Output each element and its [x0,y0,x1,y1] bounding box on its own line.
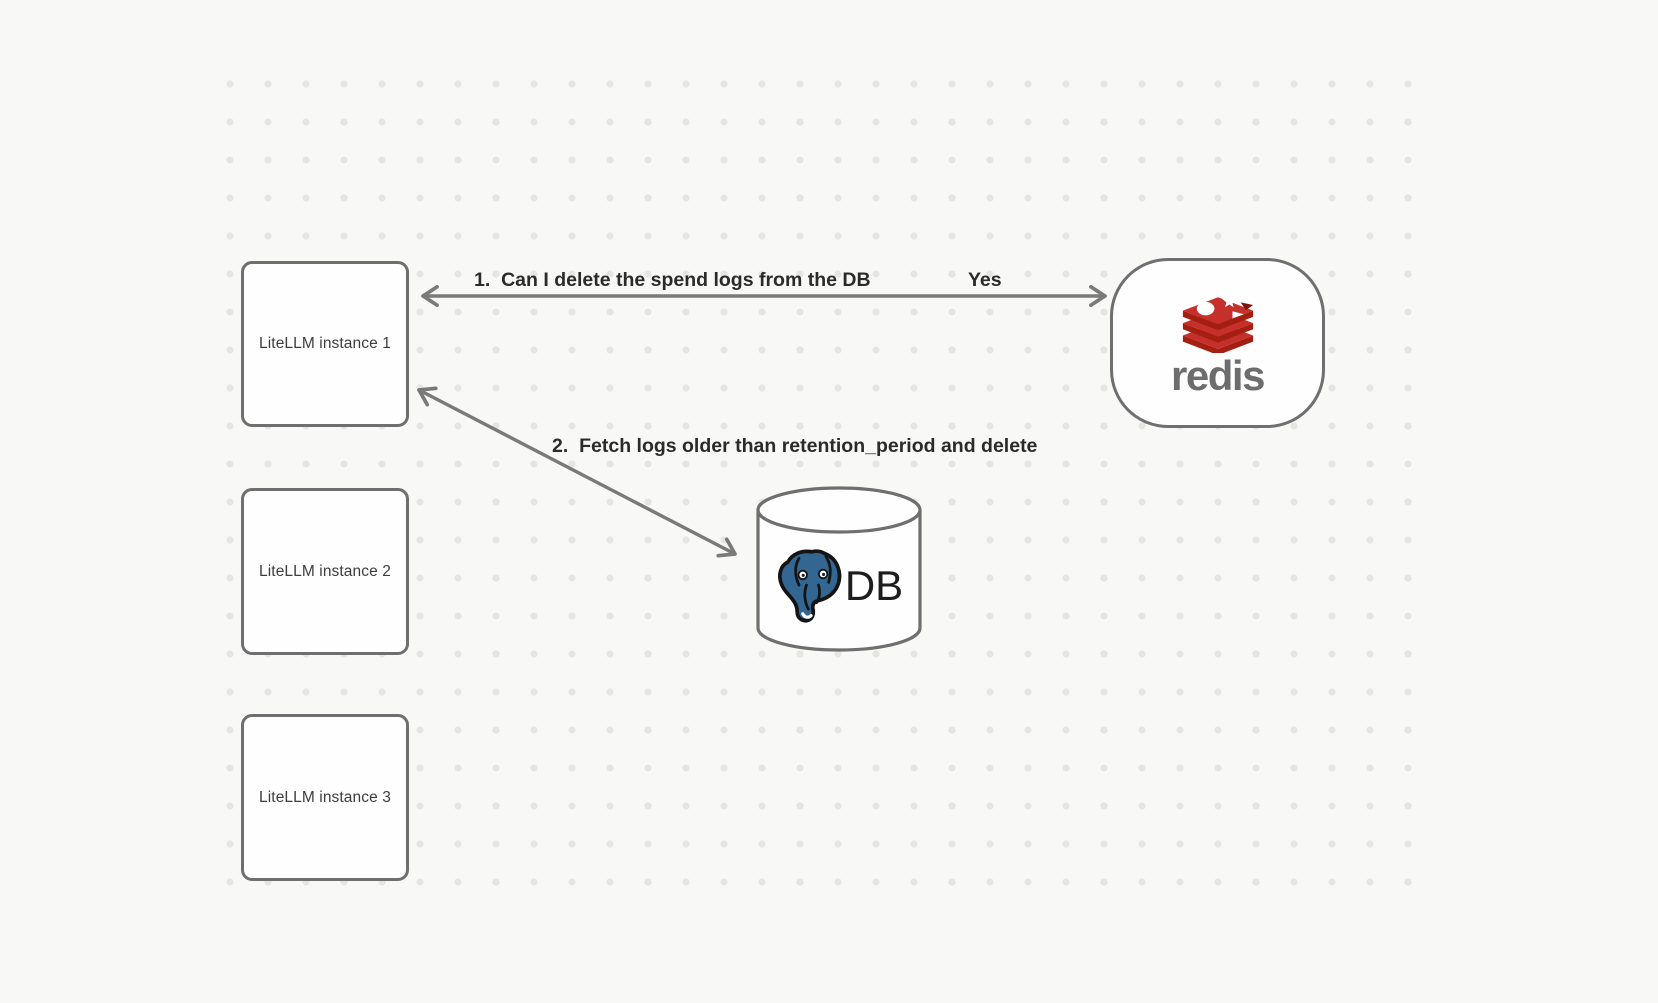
node-db[interactable]: DB [754,486,924,654]
node-label: LiteLLM instance 1 [259,335,391,352]
node-litellm-instance-2[interactable]: LiteLLM instance 2 [241,488,409,655]
node-litellm-instance-1[interactable]: LiteLLM instance 1 [241,261,409,427]
edge-instance1-db[interactable] [417,386,737,558]
db-label: DB [844,562,904,609]
redis-wordmark: redis [1171,352,1265,399]
node-label: LiteLLM instance 2 [259,562,391,580]
redis-stack-icon [1182,294,1253,353]
node-label: LiteLLM instance 3 [259,788,391,806]
node-litellm-instance-3[interactable]: LiteLLM instance 3 [241,714,409,881]
edge1-response-label[interactable]: Yes [968,269,1002,291]
edge1-question-label[interactable]: 1. Can I delete the spend logs from the … [474,269,871,291]
node-redis[interactable]: redis [1110,258,1325,428]
postgresql-elephant-icon [777,549,842,623]
edge2-label[interactable]: 2. Fetch logs older than retention_perio… [552,435,1038,457]
